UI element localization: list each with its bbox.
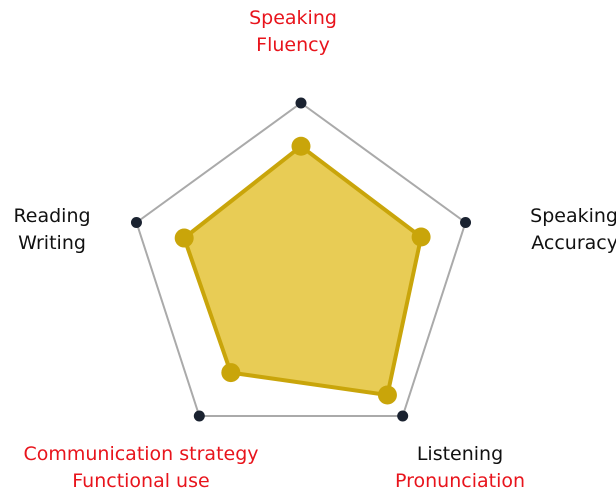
outer-vertex-listening_pronunciation	[397, 410, 409, 422]
axis-label-line: Writing	[18, 232, 86, 254]
axis-label-line: Speaking	[249, 7, 337, 29]
axis-label-line: Accuracy	[531, 232, 616, 254]
axis-label-line: Reading	[13, 205, 91, 227]
outer-vertex-speaking_fluency	[295, 97, 307, 109]
data-point-speaking_fluency	[291, 136, 311, 156]
radar-outer-vertices	[130, 97, 472, 422]
axis-label-listening-pronunciation: Listening Pronunciation	[380, 441, 540, 495]
outer-vertex-communication_functional	[193, 410, 205, 422]
radar-outer-pentagon	[135, 101, 467, 417]
axis-label-reading-writing: Reading Writing	[0, 203, 104, 257]
data-points	[174, 136, 431, 405]
axis-label-line: Fluency	[256, 34, 330, 56]
data-point-listening_pronunciation	[377, 385, 397, 405]
data-point-speaking_accuracy	[411, 227, 431, 247]
axis-label-line: Functional use	[72, 470, 210, 492]
axis-label-speaking-fluency: Speaking Fluency	[218, 5, 368, 59]
outer-vertex-speaking_accuracy	[460, 217, 472, 229]
axis-label-line: Pronunciation	[394, 470, 526, 492]
data-series-polygon	[182, 144, 424, 397]
axis-label-communication-functional: Communication strategy Functional use	[0, 441, 282, 495]
axis-label-line: Speaking	[530, 205, 616, 227]
axis-label-line: Listening	[416, 443, 504, 465]
outer-vertex-reading_writing	[130, 217, 142, 229]
data-point-reading_writing	[174, 228, 194, 248]
axis-label-line: Communication strategy	[23, 443, 259, 465]
data-point-communication_functional	[221, 363, 241, 383]
axis-label-speaking-accuracy: Speaking Accuracy	[478, 203, 616, 257]
